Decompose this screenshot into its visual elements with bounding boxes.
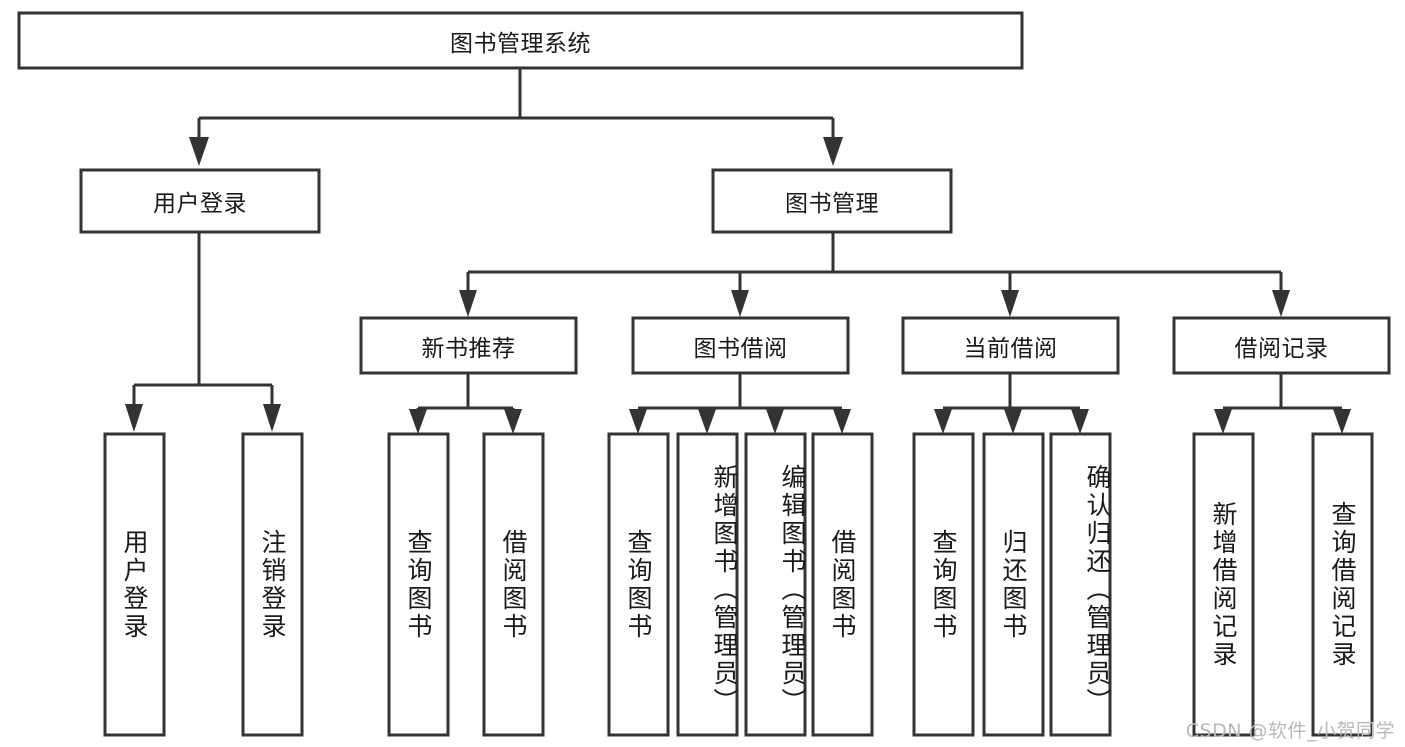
- leaf-box-newbook-1[interactable]: [387, 432, 450, 737]
- watermark-text: CSDN @软件_小贺同学: [1185, 720, 1395, 742]
- leaf-box-borrowrecord-1[interactable]: [1192, 432, 1255, 737]
- leaf-box-bookborrow-2[interactable]: [676, 432, 739, 737]
- arrow-head-current: [1001, 290, 1019, 317]
- arrow-head-bookborrow-leaf-4: [833, 409, 851, 434]
- arrow-head-bookborrow-leaf-3: [766, 409, 784, 434]
- arrow-head-record: [1272, 290, 1290, 317]
- node-book-manage-box[interactable]: [711, 168, 953, 234]
- leaf-box-currentborrow-2[interactable]: [982, 432, 1045, 737]
- node-borrowrecord-box[interactable]: [1172, 316, 1391, 375]
- arrow-head-borrowrecord-leaf-2: [1333, 409, 1351, 434]
- leaf-box-user-login-2[interactable]: [241, 432, 304, 737]
- leaf-box-currentborrow-3[interactable]: [1049, 432, 1112, 737]
- leaf-box-currentborrow-1[interactable]: [912, 432, 975, 737]
- arrow-head-currentborrow-leaf-1: [934, 409, 952, 434]
- arrow-head-leaf-user-login-2: [263, 404, 281, 432]
- arrow-head-bookborrow-leaf-2: [698, 409, 716, 434]
- arrow-head-newbook-leaf-2: [504, 409, 522, 434]
- arrow-head-newbook: [459, 290, 477, 317]
- leaf-box-borrowrecord-2[interactable]: [1311, 432, 1374, 737]
- arrow-head-borrowrecord-leaf-1: [1214, 409, 1232, 434]
- arrow-head-borrow: [731, 290, 749, 317]
- leaf-box-bookborrow-4[interactable]: [811, 432, 874, 737]
- leaf-box-user-login-1[interactable]: [103, 432, 166, 737]
- arrow-head-currentborrow-leaf-2: [1004, 409, 1022, 434]
- node-bookborrow-box[interactable]: [631, 316, 850, 375]
- arrow-head-book-manage: [823, 137, 843, 166]
- arrow-head-bookborrow-leaf-1: [629, 409, 647, 434]
- node-newbook-box[interactable]: [359, 316, 578, 375]
- arrow-head-user-login: [189, 137, 209, 166]
- arrow-head-newbook-leaf-1: [409, 409, 427, 434]
- leaf-box-bookborrow-3[interactable]: [744, 432, 807, 737]
- leaf-box-newbook-2[interactable]: [482, 432, 545, 737]
- node-currentborrow-box[interactable]: [901, 316, 1120, 375]
- node-user-login-box[interactable]: [79, 168, 321, 234]
- node-root-box[interactable]: [17, 11, 1024, 70]
- arrow-head-leaf-user-login-1: [125, 404, 143, 432]
- arrow-head-currentborrow-leaf-3: [1071, 409, 1089, 434]
- leaf-box-bookborrow-1[interactable]: [607, 432, 670, 737]
